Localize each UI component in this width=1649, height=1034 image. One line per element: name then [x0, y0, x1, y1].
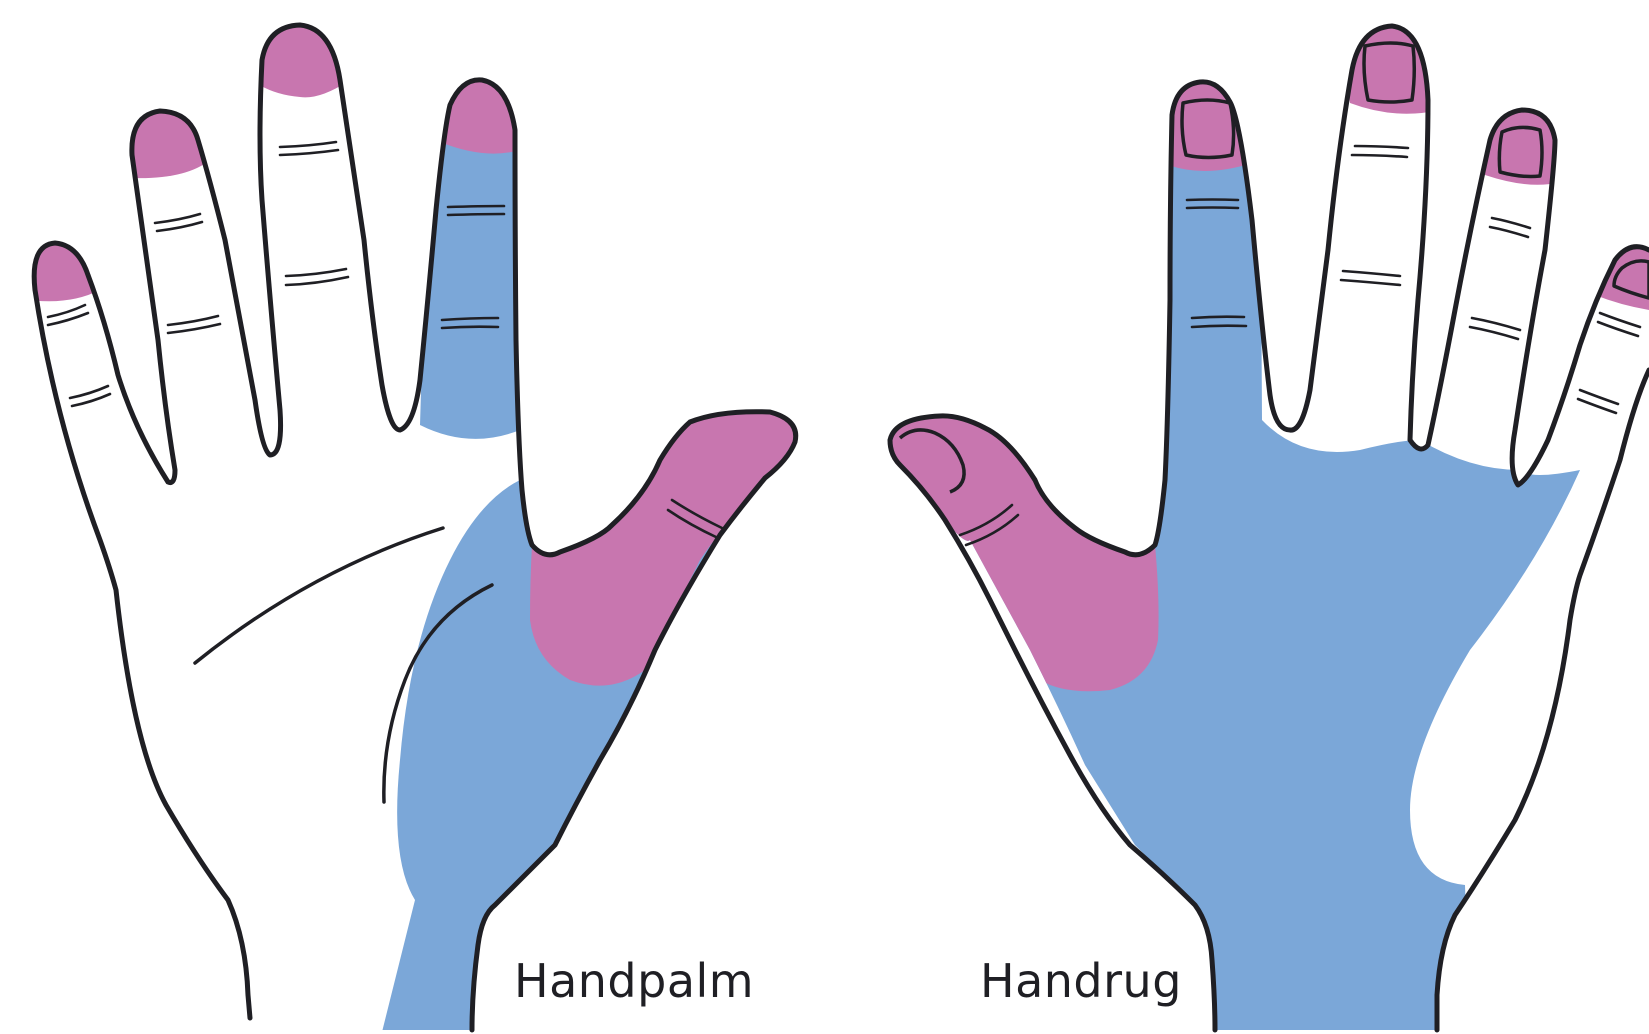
palm-pink-tip-index — [440, 70, 520, 154]
back-pink-thumb — [890, 416, 1159, 691]
back-caption: Handrug — [980, 958, 1182, 1004]
palm-finger-creases — [48, 142, 722, 538]
palm-hand — [20, 15, 800, 1034]
back-hand — [890, 15, 1649, 1034]
back-zones — [890, 15, 1649, 1034]
palm-caption: Handpalm — [514, 958, 754, 1004]
palm-zones — [20, 15, 800, 1034]
palm-heart-line — [195, 528, 443, 663]
